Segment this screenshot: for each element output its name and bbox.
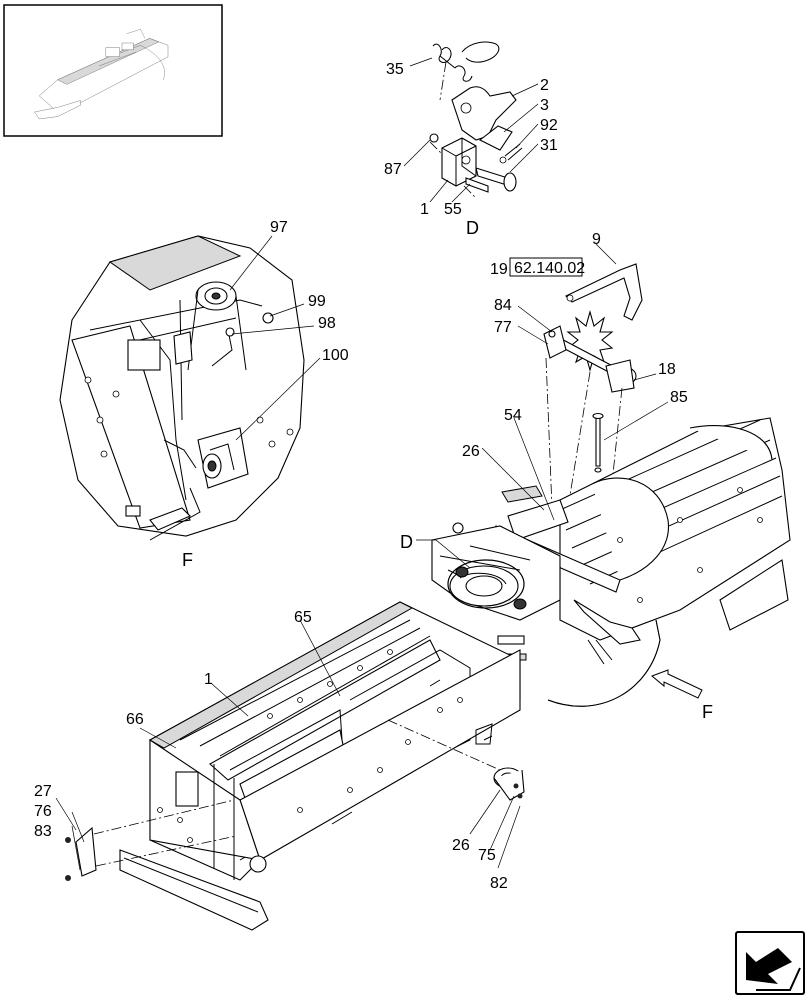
callout-19: 19 [490, 261, 508, 278]
pin-part [475, 167, 517, 192]
callout-3: 3 [540, 97, 549, 114]
callout-99: 99 [308, 293, 326, 310]
callout-75: 75 [478, 847, 496, 864]
callout-100: 100 [322, 347, 349, 364]
callout-18: 18 [658, 361, 676, 378]
detail-view-f [59, 235, 321, 541]
chassis-bolt-holes [157, 487, 763, 843]
callout-labels: 35 2 3 92 31 87 1 55 D 97 99 98 100 F 9 … [34, 61, 713, 892]
reference-box[interactable] [509, 257, 583, 277]
navigation-arrow-icon[interactable] [735, 931, 805, 995]
callout-84: 84 [494, 297, 512, 314]
callout-92: 92 [540, 117, 558, 134]
callout-82: 82 [490, 875, 508, 892]
view-label-d-detail: D [466, 218, 479, 238]
callout-76: 76 [34, 803, 52, 820]
callout-31: 31 [540, 137, 558, 154]
bolt-holes [84, 376, 294, 458]
callout-35: 35 [386, 61, 404, 78]
front-plate [119, 849, 269, 931]
callout-98: 98 [318, 315, 336, 332]
callout-1-main: 1 [204, 671, 213, 688]
callout-85: 85 [670, 389, 688, 406]
callout-2: 2 [540, 77, 549, 94]
pulley-part [195, 281, 237, 311]
callout-27: 27 [34, 783, 52, 800]
view-label-f-detail: F [182, 550, 193, 570]
spring-part [432, 41, 500, 82]
view-label-d-main: D [400, 532, 413, 552]
detail-view-d [403, 41, 539, 203]
reference-62-140-02: 62.140.02 [514, 260, 585, 277]
callout-55: 55 [444, 201, 462, 218]
callout-77: 77 [494, 319, 512, 336]
callout-66: 66 [126, 711, 144, 728]
assembly-thumbnail-icon[interactable] [3, 4, 223, 137]
callout-26-bearing: 26 [452, 837, 470, 854]
main-chassis [55, 417, 791, 931]
detail-d-marker[interactable] [447, 559, 525, 609]
callout-87: 87 [384, 161, 402, 178]
callout-1-detail: 1 [420, 201, 429, 218]
callout-26-pad: 26 [462, 443, 480, 460]
view-label-f-main: F [702, 702, 713, 722]
mount-block [441, 137, 477, 187]
callout-65: 65 [294, 609, 312, 626]
callout-97: 97 [270, 219, 288, 236]
callout-9: 9 [592, 231, 601, 248]
callout-54: 54 [504, 407, 522, 424]
view-f-arrow[interactable] [651, 669, 703, 699]
pickup-linkage [509, 243, 669, 561]
linkage-arm [565, 263, 643, 321]
callout-83: 83 [34, 823, 52, 840]
